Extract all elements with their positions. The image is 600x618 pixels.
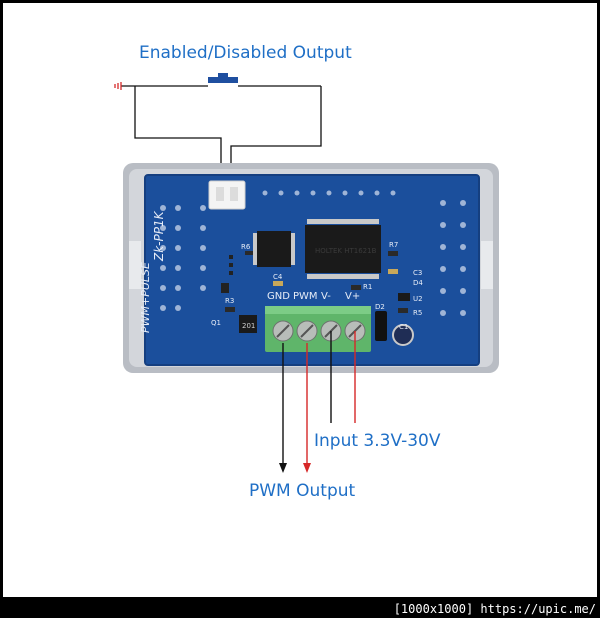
label-201: 201 <box>242 322 255 330</box>
main-chip <box>305 219 381 279</box>
label-q1: Q1 <box>211 319 221 327</box>
pin-labels: GND PWM V- V+ <box>267 291 360 302</box>
pin-label-pwm: PWM <box>293 291 318 302</box>
smd-components <box>221 251 414 346</box>
label-r1: R1 <box>363 283 372 291</box>
component-labels: R6 R3 Q1 201 C4 R1 D2 R7 C3 D4 U2 R5 C1 <box>211 241 423 331</box>
ground-icon <box>114 82 122 90</box>
label-r3: R3 <box>225 297 234 305</box>
pin-label-gnd: GND <box>267 291 290 302</box>
input-range-label: Input 3.3V-30V <box>314 431 441 451</box>
label-u2: U2 <box>413 295 423 303</box>
pin-label-v-minus: V- <box>321 291 331 302</box>
footer-watermark: [1000x1000] https://upic.me/ <box>393 602 596 616</box>
small-chip <box>253 231 295 267</box>
push-button <box>208 73 238 83</box>
board-function-text: PWM+PULSE <box>139 262 152 333</box>
label-r6: R6 <box>241 243 251 251</box>
wire-pwm <box>303 343 311 473</box>
terminal-block <box>265 306 371 352</box>
switch-connector <box>208 180 246 210</box>
pwm-output-label: PWM Output <box>249 481 356 501</box>
wiring-diagram: Zk-PP1K PWM+PULSE HOLTEK HT1621B GND PWM… <box>114 73 499 473</box>
pin-label-v-plus: V+ <box>345 291 360 302</box>
pcb-pins <box>160 190 466 316</box>
wire-gnd <box>279 343 287 473</box>
diagram-canvas: Zk-PP1K PWM+PULSE HOLTEK HT1621B GND PWM… <box>3 3 597 597</box>
label-c4: C4 <box>273 273 283 281</box>
label-r7: R7 <box>389 241 398 249</box>
chip-text: HOLTEK HT1621B <box>315 247 377 255</box>
label-r5: R5 <box>413 309 422 317</box>
board-model-text: Zk-PP1K <box>152 210 166 262</box>
label-d2: D2 <box>375 303 385 311</box>
label-d4: D4 <box>413 279 423 287</box>
enable-output-label: Enabled/Disabled Output <box>139 43 352 63</box>
label-c1: C1 <box>399 323 408 331</box>
label-c3: C3 <box>413 269 422 277</box>
